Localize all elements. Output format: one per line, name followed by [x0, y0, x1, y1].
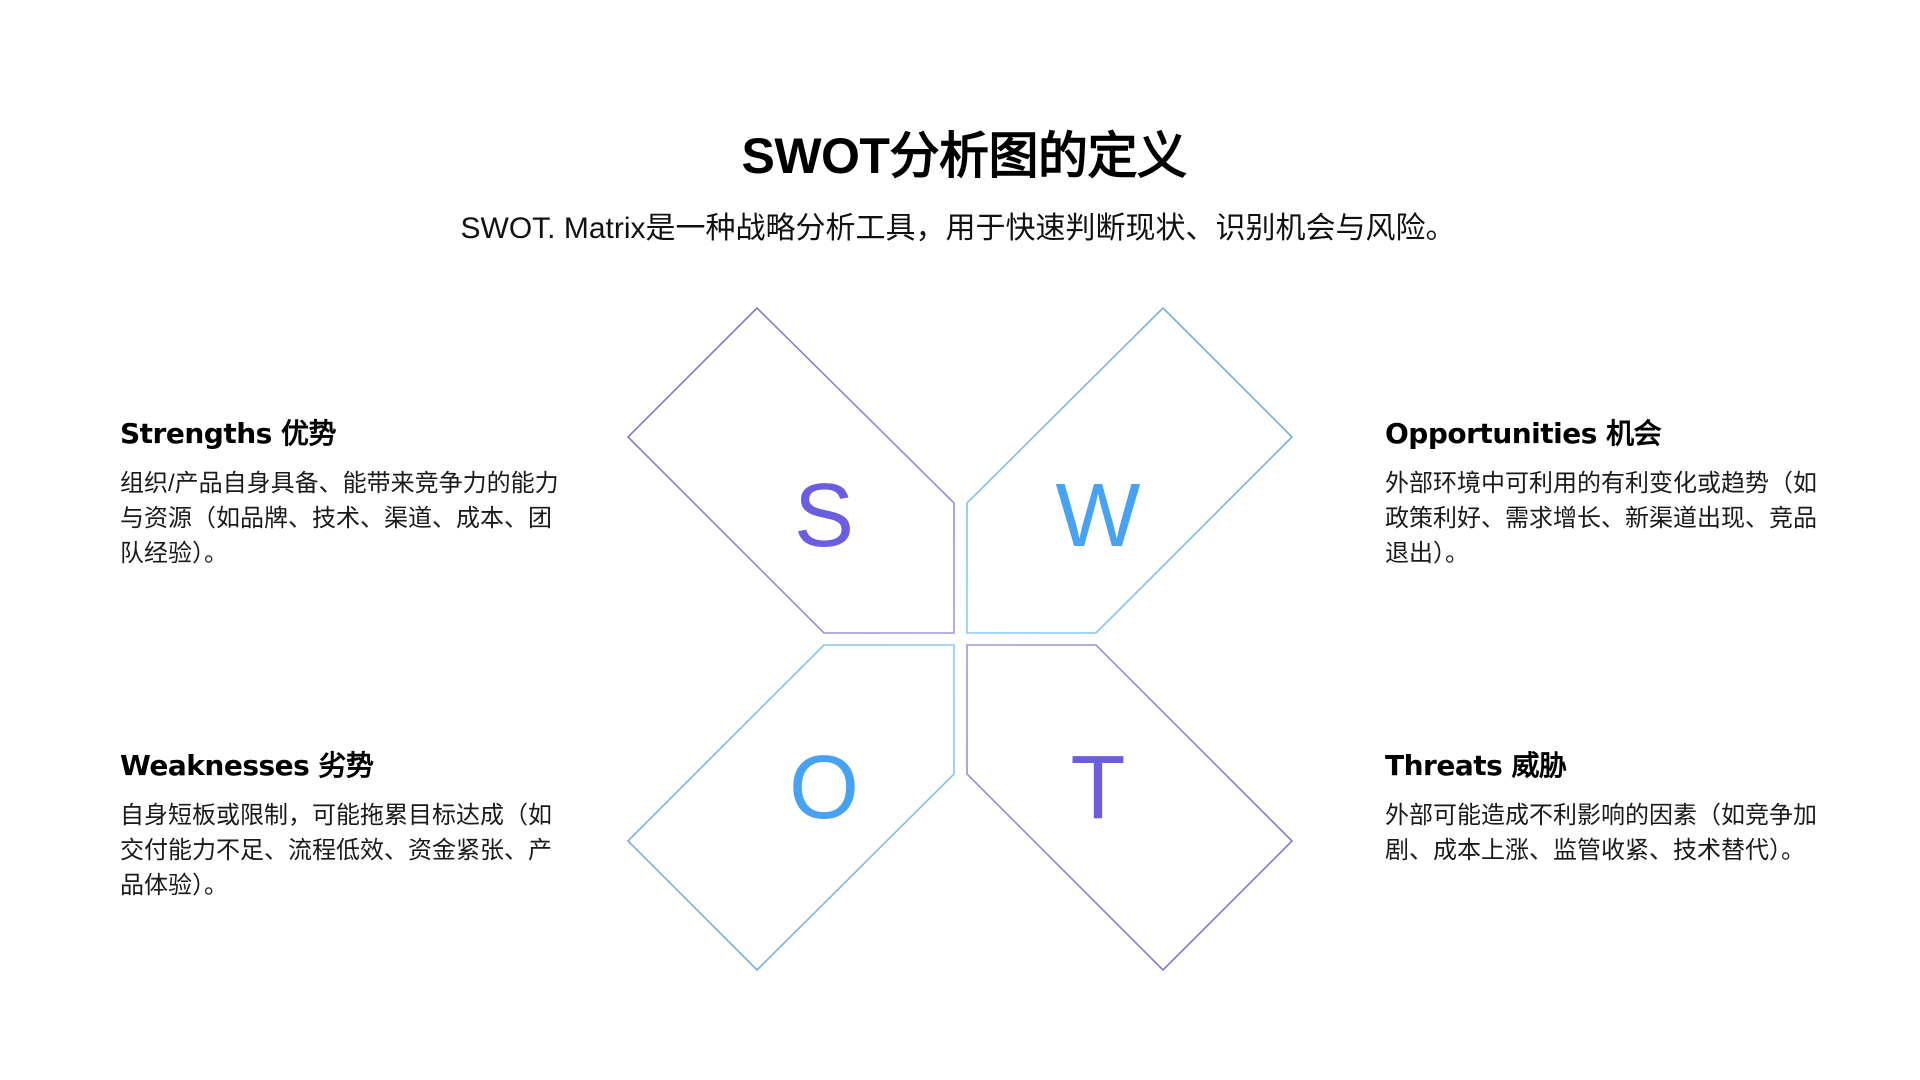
threats-block: Threats 威胁 外部可能造成不利影响的因素（如竞争加剧、成本上涨、监管收紧… — [1385, 748, 1825, 868]
swot-cell-s: S — [626, 306, 955, 634]
w-shape-outline — [966, 306, 1294, 634]
o-shape-outline — [626, 644, 955, 972]
strengths-description: 组织/产品自身具备、能带来竞争力的能力与资源（如品牌、技术、渠道、成本、团队经验… — [120, 470, 559, 567]
weaknesses-heading: Weaknesses 劣势 — [120, 749, 374, 782]
swot-cell-w: W — [966, 306, 1294, 634]
letter-o: O — [789, 738, 859, 838]
threats-description: 外部可能造成不利影响的因素（如竞争加剧、成本上涨、监管收紧、技术替代）。 — [1385, 802, 1817, 864]
s-shape-outline — [626, 306, 955, 634]
weaknesses-block: Weaknesses 劣势 自身短板或限制，可能拖累目标达成（如交付能力不足、流… — [120, 748, 560, 903]
opportunities-block: Opportunities 机会 外部环境中可利用的有利变化或趋势（如政策利好、… — [1385, 416, 1825, 571]
t-shape-outline — [966, 644, 1294, 972]
page-title: SWOT分析图的定义 — [741, 128, 1187, 184]
opportunities-description: 外部环境中可利用的有利变化或趋势（如政策利好、需求增长、新渠道出现、竞品退出）。 — [1385, 470, 1817, 567]
page-subtitle: SWOT. Matrix是一种战略分析工具，用于快速判断现状、识别机会与风险。 — [460, 212, 1456, 245]
swot-cell-t: T — [966, 644, 1294, 972]
letter-s: S — [794, 466, 854, 566]
weaknesses-description: 自身短板或限制，可能拖累目标达成（如交付能力不足、流程低效、资金紧张、产品体验）… — [120, 802, 552, 899]
letter-t: T — [1071, 738, 1126, 838]
opportunities-heading: Opportunities 机会 — [1385, 417, 1662, 450]
swot-cell-o: O — [626, 644, 955, 972]
strengths-heading: Strengths 优势 — [120, 417, 337, 450]
strengths-block: Strengths 优势 组织/产品自身具备、能带来竞争力的能力与资源（如品牌、… — [120, 416, 560, 571]
threats-heading: Threats 威胁 — [1385, 749, 1567, 782]
letter-w: W — [1056, 466, 1141, 566]
